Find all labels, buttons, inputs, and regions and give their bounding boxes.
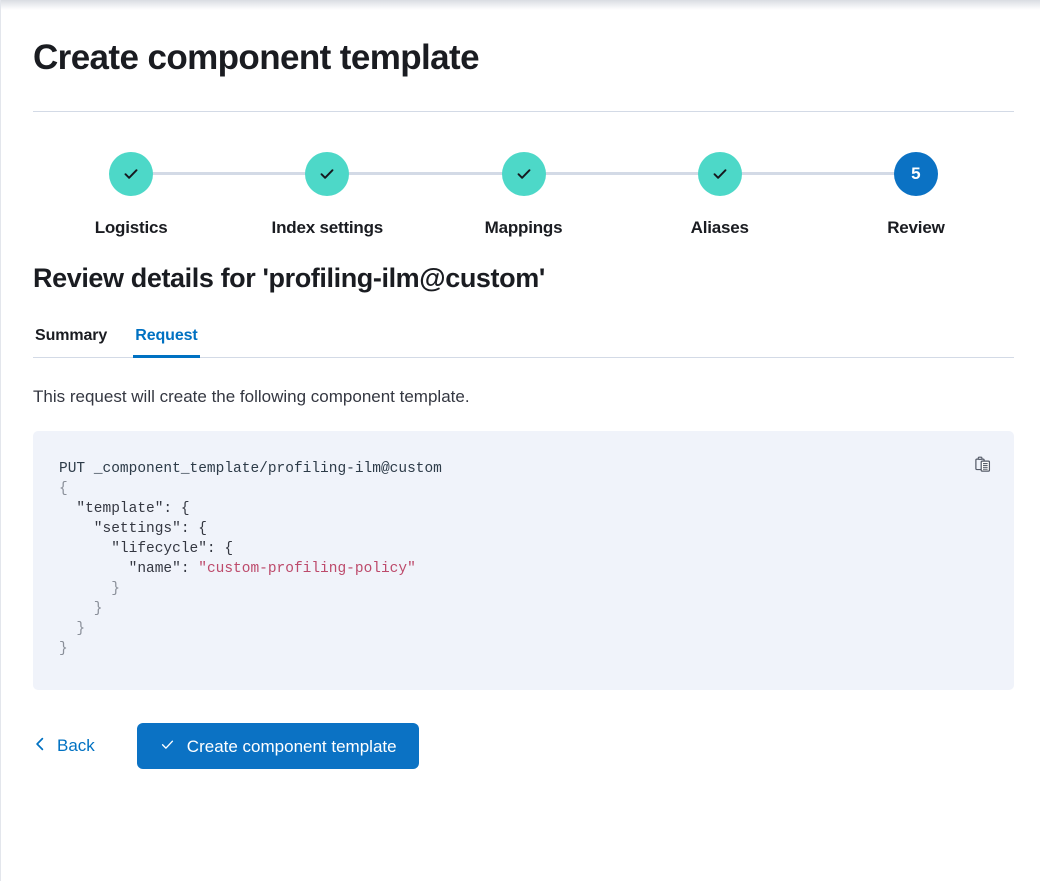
review-heading: Review details for 'profiling-ilm@custom…: [33, 263, 545, 294]
title-divider: [33, 111, 1014, 113]
check-icon: [121, 164, 141, 184]
code-line-name-value: "custom-profiling-policy": [198, 561, 416, 578]
wizard-footer: Back Create component template: [33, 723, 1008, 770]
step-mappings-circle: [501, 152, 546, 197]
step-aliases-circle: [697, 152, 742, 197]
code-line-name-key: "name":: [59, 561, 199, 578]
request-code-panel: PUT _component_template/profiling-ilm@cu…: [33, 431, 1014, 691]
step-logistics-circle: [109, 152, 154, 197]
chevron-left-icon: [33, 736, 47, 757]
code-policy-name: custom-profiling-policy: [206, 561, 408, 578]
step-index-settings-label: Index settings: [271, 218, 384, 238]
copy-icon[interactable]: [968, 449, 998, 479]
step-logistics[interactable]: Logistics: [33, 152, 229, 238]
code-http-path: _component_template/profiling-ilm@custom: [93, 461, 442, 478]
step-logistics-label: Logistics: [94, 218, 168, 238]
check-icon: [514, 164, 534, 184]
page-title: Create component template: [33, 38, 480, 77]
code-line-template: "template": {: [59, 501, 190, 518]
browser-chrome-strip: [0, 0, 1040, 10]
step-review[interactable]: 5 Review: [818, 152, 1014, 238]
check-icon: [317, 164, 337, 184]
back-button-label: Back: [57, 736, 95, 756]
step-mappings-label: Mappings: [484, 218, 563, 238]
review-tabs: Summary Request: [33, 327, 1014, 358]
code-line-brace-open: {: [59, 481, 68, 498]
code-line-lifecycle: "lifecycle": {: [59, 541, 234, 558]
step-connector-4: [721, 172, 917, 176]
back-button[interactable]: Back: [33, 736, 95, 757]
create-component-template-button[interactable]: Create component template: [136, 723, 419, 770]
code-line-close-1: }: [59, 621, 86, 638]
check-icon: [159, 736, 176, 756]
code-line-close-0: }: [59, 641, 68, 658]
step-review-label: Review: [887, 218, 945, 238]
step-aliases-label: Aliases: [690, 218, 749, 238]
step-index-settings[interactable]: Index settings: [229, 152, 425, 238]
step-index-settings-circle: [305, 152, 350, 197]
step-connector-3: [524, 172, 721, 176]
wizard-stepper: Logistics Index settings: [33, 152, 1014, 248]
tab-summary[interactable]: Summary: [33, 327, 109, 357]
step-connector-1: [131, 172, 327, 176]
tab-request[interactable]: Request: [133, 327, 201, 358]
create-component-template-label: Create component template: [186, 736, 397, 756]
step-mappings[interactable]: Mappings: [425, 152, 621, 238]
code-line-close-3: }: [59, 581, 120, 598]
check-icon: [710, 164, 730, 184]
request-description: This request will create the following c…: [33, 386, 470, 406]
step-review-circle: 5: [893, 152, 938, 197]
page-left-border: [0, 0, 1, 881]
step-connector-2: [327, 172, 524, 176]
request-code-block: PUT _component_template/profiling-ilm@cu…: [59, 459, 988, 659]
create-component-template-page: Create component template Logistics: [1, 10, 1040, 881]
step-aliases[interactable]: Aliases: [622, 152, 818, 238]
code-line-settings: "settings": {: [59, 521, 207, 538]
code-http-method: PUT: [59, 461, 86, 478]
code-line-close-2: }: [59, 601, 103, 618]
